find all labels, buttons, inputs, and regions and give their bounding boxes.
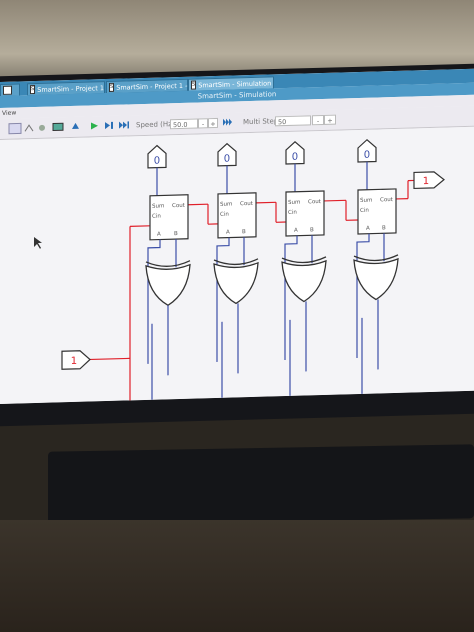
- adder-stage-2: 0 Sum Cout Cin A B 0: [281, 140, 327, 404]
- circuit-diagram: 1 1 0 Sum Cout Cin A B: [34, 138, 445, 404]
- speed-input[interactable]: 50.0: [170, 118, 198, 130]
- keyboard: [48, 444, 474, 526]
- sum-output-2: 0: [285, 140, 305, 165]
- adder-stage-0: 0 Sum Cout Cin A B 0: [145, 144, 191, 404]
- multistep-increment-button[interactable]: +: [324, 114, 336, 125]
- sum-output-value: 0: [224, 154, 230, 165]
- carry-out-probe: 1: [413, 171, 445, 190]
- speed-decrement-button[interactable]: -: [198, 118, 208, 129]
- desk-surface: [0, 520, 474, 632]
- control-input-value: 1: [71, 356, 77, 367]
- mouse-cursor-icon: [34, 237, 42, 249]
- xor-gate-0[interactable]: [145, 260, 191, 307]
- adder-b-label: B: [174, 231, 178, 237]
- carry-in-wire: [130, 225, 150, 227]
- xor-gate-2[interactable]: [281, 256, 327, 303]
- adder-a-label: A: [294, 228, 298, 234]
- full-adder-1[interactable]: [217, 192, 257, 239]
- a-wire-3: [356, 233, 370, 359]
- taskbar-tab-label: SmartSim - Project 1 -: [116, 81, 188, 92]
- wire-tool-icon[interactable]: [24, 123, 34, 132]
- adder-cin-label: Cin: [152, 213, 161, 219]
- toolbar: Speed (Hz): 50.0 - + Multi Step: 50 - +: [0, 105, 474, 140]
- adder-stage-3: 0 Sum Cout Cin A B 0: [353, 138, 399, 404]
- smartsim-icon: S: [191, 80, 197, 90]
- app-icon: [3, 85, 12, 95]
- sum-output-value: 0: [292, 152, 298, 163]
- adder-sum-label: Sum: [288, 200, 300, 206]
- multistep-input[interactable]: 50: [275, 115, 311, 127]
- fast-forward-icon[interactable]: [118, 120, 130, 129]
- probe-tool-icon[interactable]: [37, 123, 47, 132]
- adder-a-label: A: [226, 230, 230, 236]
- adder-cin-label: Cin: [360, 208, 369, 214]
- taskbar-tab-label: SmartSim - Project 1: [37, 83, 105, 94]
- step-up-icon[interactable]: [71, 122, 80, 131]
- sum-output-3: 0: [357, 138, 377, 163]
- taskbar-tab-label: SmartSim - Simulation: [198, 78, 272, 89]
- adder-b-label: B: [382, 225, 386, 231]
- adder-cout-label: Cout: [308, 199, 322, 205]
- full-adder-2[interactable]: [285, 190, 325, 237]
- a-wire-0: [147, 239, 161, 364]
- multistep-decrement-button[interactable]: -: [312, 114, 324, 126]
- adder-a-label: A: [157, 232, 161, 238]
- adder-cout-label: Cout: [380, 197, 394, 203]
- sum-output-1: 0: [217, 142, 237, 167]
- sum-output-value: 0: [364, 150, 370, 161]
- play-icon[interactable]: [90, 121, 99, 130]
- adder-b-label: B: [310, 227, 314, 233]
- menu-view[interactable]: View: [2, 109, 17, 117]
- carry-out-value: 1: [423, 176, 429, 187]
- sum-output-value: 0: [154, 156, 160, 167]
- xor-gate-3[interactable]: [353, 254, 399, 301]
- carry-wire-1: [188, 203, 208, 206]
- control-input-pin[interactable]: 1: [61, 350, 91, 370]
- multi-step-icon[interactable]: [222, 117, 236, 126]
- adder-cin-label: Cin: [220, 212, 229, 218]
- adder-cout-label: Cout: [240, 201, 254, 207]
- adder-a-label: A: [366, 226, 370, 232]
- adder-sum-label: Sum: [360, 198, 372, 204]
- xor-gate-1[interactable]: [213, 258, 259, 305]
- carry-wire-3: [324, 199, 346, 202]
- carry-wire-2: [256, 201, 276, 204]
- monitor-tool-icon[interactable]: [52, 122, 64, 132]
- select-tool-icon[interactable]: [8, 122, 22, 135]
- adder-sum-label: Sum: [152, 203, 164, 209]
- a-wire-1: [216, 237, 230, 362]
- smartsim-icon: S: [109, 82, 115, 92]
- adder-b-label: B: [242, 229, 246, 235]
- step-icon[interactable]: [104, 121, 114, 130]
- speed-increment-button[interactable]: +: [208, 117, 218, 129]
- adder-cout-label: Cout: [172, 203, 186, 209]
- adder-sum-label: Sum: [220, 202, 232, 208]
- full-adder-0[interactable]: [149, 194, 189, 241]
- a-wire-2: [284, 235, 298, 361]
- monitor-screen: S SmartSim - Project 1 S SmartSim - Proj…: [0, 68, 474, 404]
- sum-output-0: 0: [147, 144, 167, 169]
- adder-stage-1: 0 Sum Cout Cin A B 0: [213, 142, 259, 404]
- smartsim-icon: S: [30, 85, 36, 95]
- adder-cin-label: Cin: [288, 210, 297, 216]
- simulation-canvas[interactable]: 1 1 0 Sum Cout Cin A B: [0, 126, 474, 404]
- full-adder-3[interactable]: [357, 188, 397, 235]
